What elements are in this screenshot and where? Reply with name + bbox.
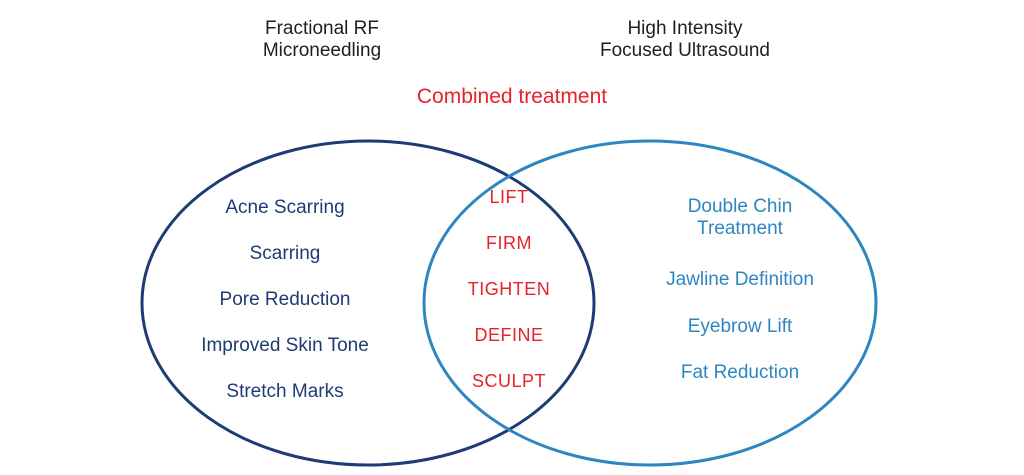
right-item-jawline-definition: Jawline Definition bbox=[666, 269, 814, 290]
right-item-double-chin-line-1: Double Chin bbox=[687, 196, 793, 217]
left-circle bbox=[140, 139, 596, 467]
left-item-scarring: Scarring bbox=[249, 243, 321, 264]
right-item-eyebrow-lift: Eyebrow Lift bbox=[687, 316, 793, 337]
combined-treatment-label: Combined treatment bbox=[416, 85, 608, 108]
right-heading: High Intensity Focused Ultrasound bbox=[565, 18, 805, 62]
left-item-stretch-marks: Stretch Marks bbox=[226, 381, 344, 402]
left-item-acne-scarring: Acne Scarring bbox=[225, 197, 345, 218]
middle-item-lift: LIFT bbox=[489, 187, 529, 207]
right-item-double-chin-treatment: Double Chin Treatment bbox=[630, 196, 850, 240]
left-heading-line-1: Fractional RF bbox=[264, 18, 380, 39]
left-item-pore-reduction: Pore Reduction bbox=[219, 289, 351, 310]
left-item-improved-skin-tone: Improved Skin Tone bbox=[201, 335, 369, 356]
right-heading-line-2: Focused Ultrasound bbox=[599, 39, 771, 61]
left-heading: Fractional RF Microneedling bbox=[222, 18, 422, 62]
middle-item-tighten: TIGHTEN bbox=[467, 279, 551, 299]
middle-item-define: DEFINE bbox=[474, 325, 544, 345]
right-circle bbox=[422, 139, 878, 467]
left-heading-line-2: Microneedling bbox=[262, 39, 382, 61]
middle-item-sculpt: SCULPT bbox=[471, 371, 546, 391]
right-item-double-chin-line-2: Treatment bbox=[697, 217, 783, 239]
right-item-fat-reduction: Fat Reduction bbox=[680, 362, 800, 383]
right-heading-line-1: High Intensity bbox=[627, 18, 743, 39]
middle-item-firm: FIRM bbox=[486, 233, 532, 253]
